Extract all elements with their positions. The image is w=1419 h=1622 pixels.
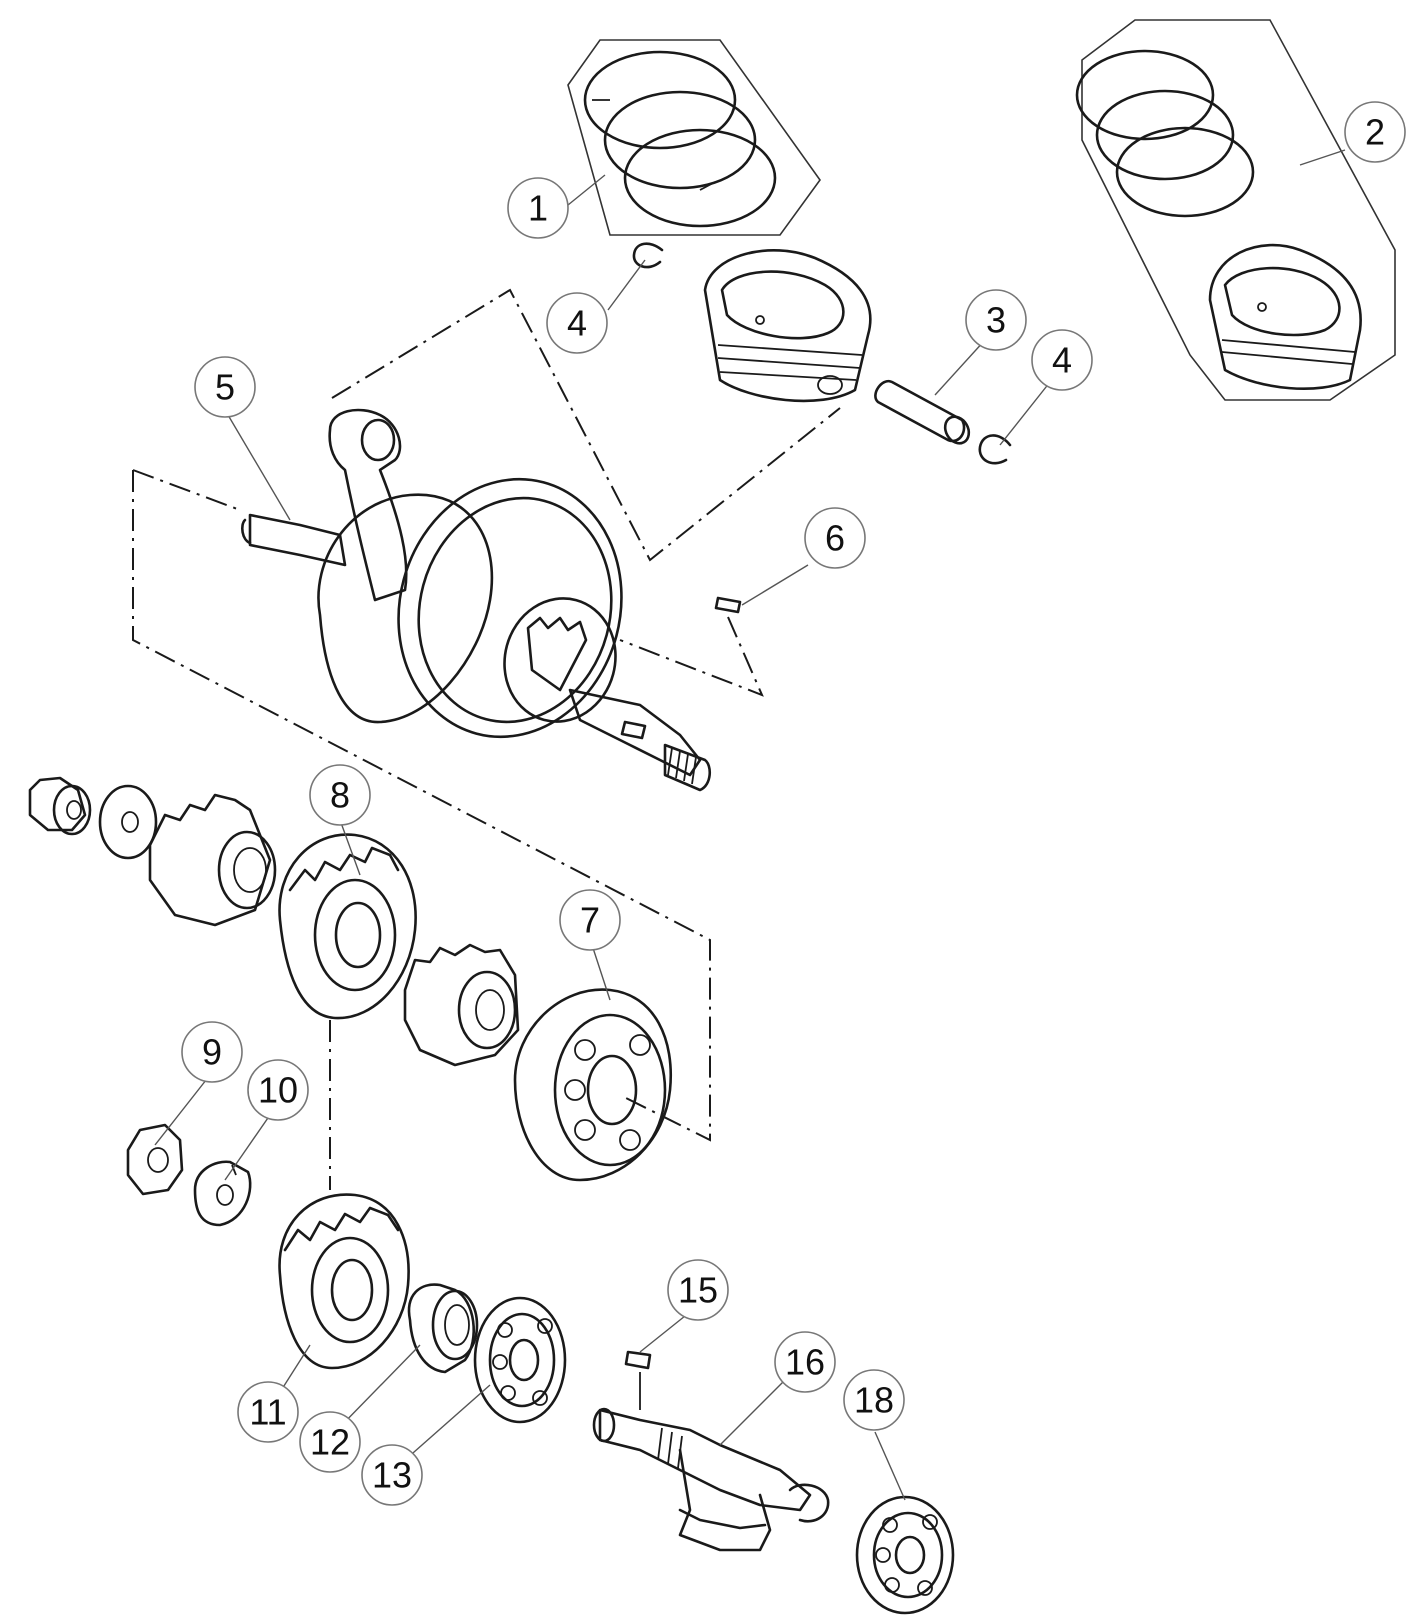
circlip-right bbox=[978, 434, 1012, 465]
callout-label: 15 bbox=[678, 1270, 718, 1311]
assembly-line-piston bbox=[331, 288, 841, 562]
callout-13: 13 bbox=[361, 1444, 423, 1506]
nut bbox=[28, 776, 92, 836]
washer bbox=[98, 784, 158, 860]
callout-9: 9 bbox=[181, 1021, 243, 1083]
callout-8: 8 bbox=[309, 764, 371, 826]
callout-16: 16 bbox=[774, 1331, 836, 1393]
callout-7: 7 bbox=[559, 889, 621, 951]
callout-label: 11 bbox=[249, 1392, 286, 1433]
callout-1: 1 bbox=[507, 177, 569, 239]
ball-bearing-13 bbox=[473, 1296, 567, 1424]
piston-kit bbox=[1075, 19, 1396, 401]
callout-label: 8 bbox=[330, 775, 350, 816]
circlip-left bbox=[632, 242, 664, 269]
callout-5: 5 bbox=[194, 356, 256, 418]
callout-label: 2 bbox=[1365, 112, 1385, 153]
callout-15: 15 bbox=[667, 1259, 729, 1321]
piston-pin bbox=[874, 379, 971, 445]
callout-6: 6 bbox=[804, 507, 866, 569]
ball-bearing-7 bbox=[513, 988, 673, 1182]
assembly-line-left-top bbox=[132, 469, 241, 511]
callout-2: 2 bbox=[1344, 101, 1406, 163]
lock-washer-10 bbox=[193, 1160, 252, 1227]
kick-starter-shaft-16 bbox=[592, 1407, 830, 1552]
callout-18: 18 bbox=[843, 1369, 905, 1431]
bushing-12 bbox=[407, 1283, 479, 1374]
assembly-line-left bbox=[132, 470, 711, 1142]
leader-lines bbox=[154, 149, 1346, 1501]
gear-11 bbox=[278, 1193, 410, 1370]
callout-label: 12 bbox=[310, 1422, 350, 1463]
drive-gear bbox=[148, 793, 277, 927]
callout-label: 4 bbox=[567, 303, 587, 344]
callout-4b: 4 bbox=[1031, 329, 1093, 391]
woodruff-key bbox=[714, 596, 742, 614]
callout-10: 10 bbox=[247, 1059, 309, 1121]
assembly-line-key bbox=[619, 616, 764, 697]
callout-label: 4 bbox=[1052, 340, 1072, 381]
key-15 bbox=[624, 1350, 652, 1370]
callout-label: 16 bbox=[785, 1342, 825, 1383]
callouts: 1 2 3 4 4 5 6 7 bbox=[181, 101, 1406, 1506]
callout-label: 5 bbox=[215, 367, 235, 408]
callout-label: 10 bbox=[258, 1070, 298, 1111]
gear-8 bbox=[278, 833, 417, 1020]
callout-label: 9 bbox=[202, 1032, 222, 1073]
small-gear bbox=[403, 943, 520, 1067]
callout-label: 18 bbox=[854, 1380, 894, 1421]
callout-label: 6 bbox=[825, 518, 845, 559]
callout-label: 1 bbox=[528, 188, 548, 229]
callout-3: 3 bbox=[965, 289, 1027, 351]
hex-nut-9 bbox=[126, 1123, 184, 1196]
callout-label: 13 bbox=[372, 1455, 412, 1496]
piston bbox=[703, 249, 872, 403]
piston-ring-set bbox=[567, 39, 821, 236]
callout-label: 7 bbox=[580, 900, 600, 941]
callout-12: 12 bbox=[299, 1411, 361, 1473]
ball-bearing-18 bbox=[855, 1495, 955, 1615]
callout-label: 3 bbox=[986, 300, 1006, 341]
callout-11: 11 bbox=[237, 1381, 299, 1443]
crankshaft bbox=[240, 408, 711, 792]
callout-4a: 4 bbox=[546, 292, 608, 354]
